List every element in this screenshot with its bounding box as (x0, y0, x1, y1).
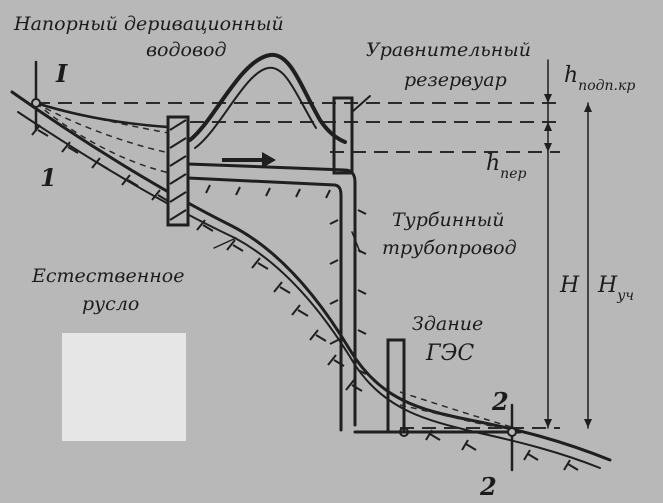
leader-lines (213, 231, 361, 253)
section-2: 2 2 (479, 387, 517, 501)
powerhouse (353, 338, 522, 437)
surge-tank-label-line2: резервуар (404, 69, 507, 91)
water-levels (36, 102, 560, 429)
section-1: I 1 (31, 59, 68, 192)
conduit-label: Напорный деривационный (13, 13, 284, 35)
h-main-label: hподп.кр (564, 63, 635, 94)
powerhouse-label: Здание (412, 313, 483, 335)
turbine-pipe-hatching (329, 209, 367, 375)
ground-hatching (31, 124, 579, 471)
natural-channel-label-line2: русло (82, 293, 139, 315)
conduit-label-line2: водовод (146, 39, 227, 61)
head-label: H (559, 273, 580, 298)
blank-box (62, 333, 186, 441)
intake-structure (166, 115, 190, 227)
flow-arrow (222, 152, 276, 168)
natural-channel-label: Естественное (31, 265, 184, 287)
h-loss-label: hпер (486, 151, 526, 182)
surge-tank (332, 95, 371, 175)
section2-top-label: 2 (491, 387, 509, 416)
derivation-conduit (186, 152, 357, 432)
head-site-label: Hуч (597, 273, 634, 304)
natural-riverbed (10, 90, 612, 469)
tailrace-lines (399, 391, 516, 431)
section2-bottom-label: 2 (479, 472, 497, 501)
turbine-pipe-label-line2: трубопровод (382, 237, 517, 259)
section1-top-label: I (55, 59, 68, 88)
dimensions (544, 59, 592, 429)
turbine-pipe-label: Турбинный (392, 209, 504, 231)
powerhouse-label-line2: ГЭС (425, 341, 474, 366)
section1-bottom-label: 1 (40, 163, 57, 192)
surge-tank-label: Уравнительный (366, 39, 531, 61)
piezometric-line (188, 52, 347, 149)
